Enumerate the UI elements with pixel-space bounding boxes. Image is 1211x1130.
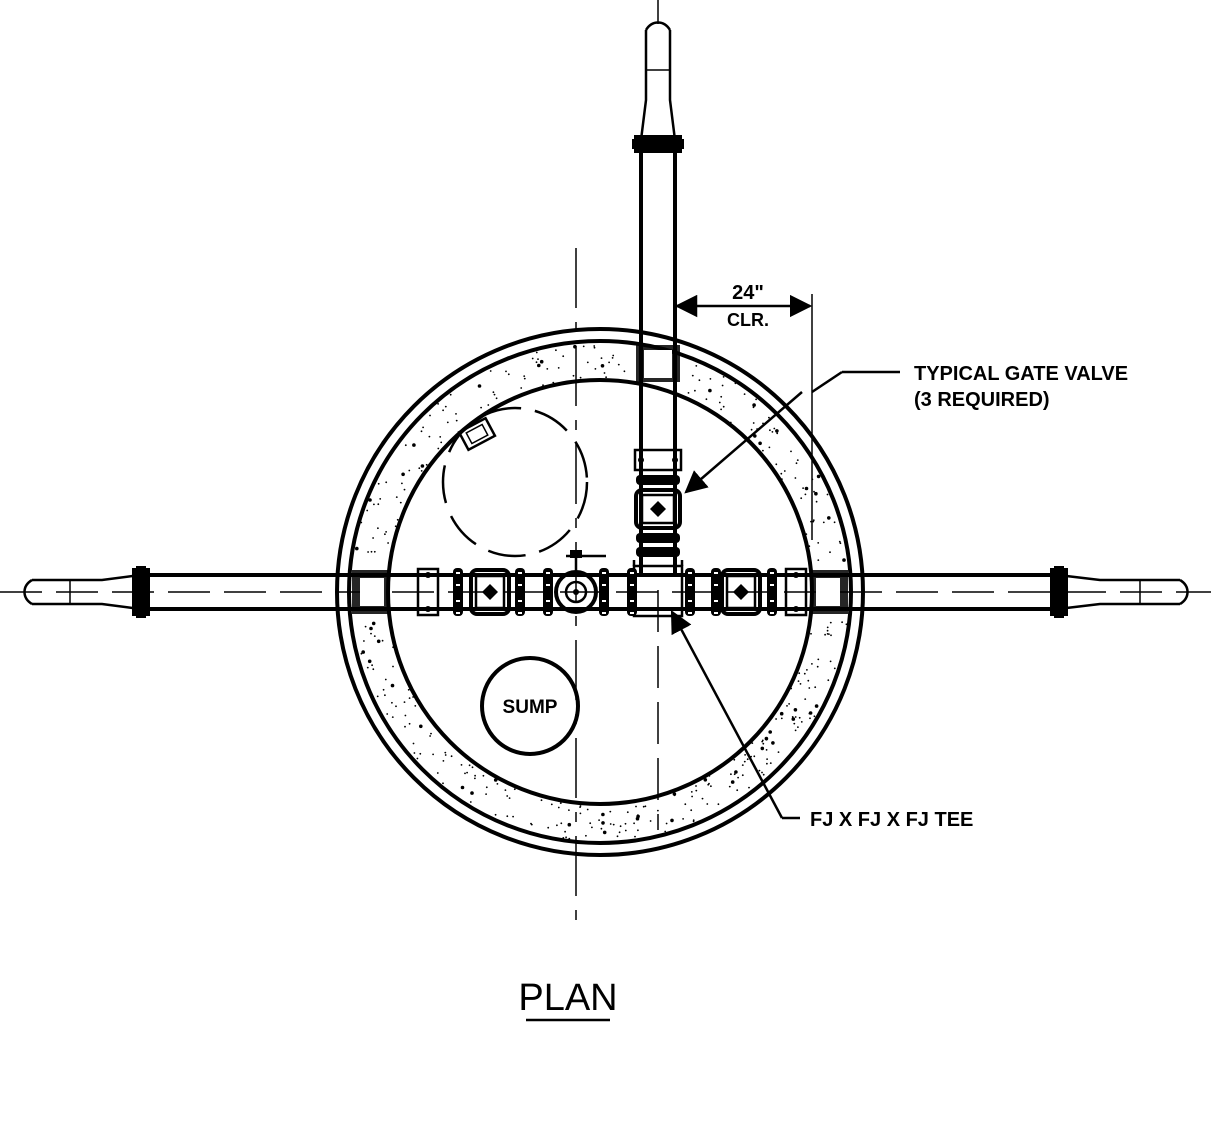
sump: SUMP — [480, 656, 580, 756]
view-title: PLAN — [518, 977, 618, 1022]
concrete-stipple — [355, 344, 848, 840]
right-reducer — [1057, 573, 1180, 611]
top-flange-adapter — [633, 448, 683, 472]
gate-valve-label-line1: TYPICAL GATE VALVE — [914, 363, 1128, 385]
hatch-handle — [457, 416, 497, 452]
hatch-handle-inner — [465, 423, 489, 445]
clearance-value: 24" — [732, 282, 764, 304]
clearance-unit: CLR. — [727, 310, 769, 330]
gate-valve-left — [469, 568, 511, 616]
top-reducer — [639, 30, 677, 141]
plug-valve — [554, 550, 606, 614]
tee-label: FJ X FJ X FJ TEE — [810, 809, 973, 831]
gate-valve-top — [634, 488, 682, 530]
gate-valve-right — [720, 568, 762, 616]
view-title-text: PLAN — [518, 977, 617, 1019]
tee-callout: FJ X FJ X FJ TEE — [670, 610, 973, 831]
sump-pit — [480, 656, 580, 756]
wall-seals — [352, 345, 848, 614]
gate-valve-callout: TYPICAL GATE VALVE (3 REQUIRED) — [684, 363, 1128, 494]
left-flange-adapter — [416, 567, 440, 617]
sump-label: SUMP — [503, 697, 558, 718]
flanged-joints — [453, 475, 777, 616]
clearance-dimension: 24" CLR. — [674, 282, 813, 540]
right-flange-adapter — [784, 567, 808, 617]
access-hatch — [441, 406, 589, 558]
fittings — [416, 448, 808, 618]
hatch-outline — [441, 406, 589, 558]
left-reducer — [32, 573, 141, 611]
gate-valve-label-line2: (3 REQUIRED) — [914, 389, 1050, 411]
